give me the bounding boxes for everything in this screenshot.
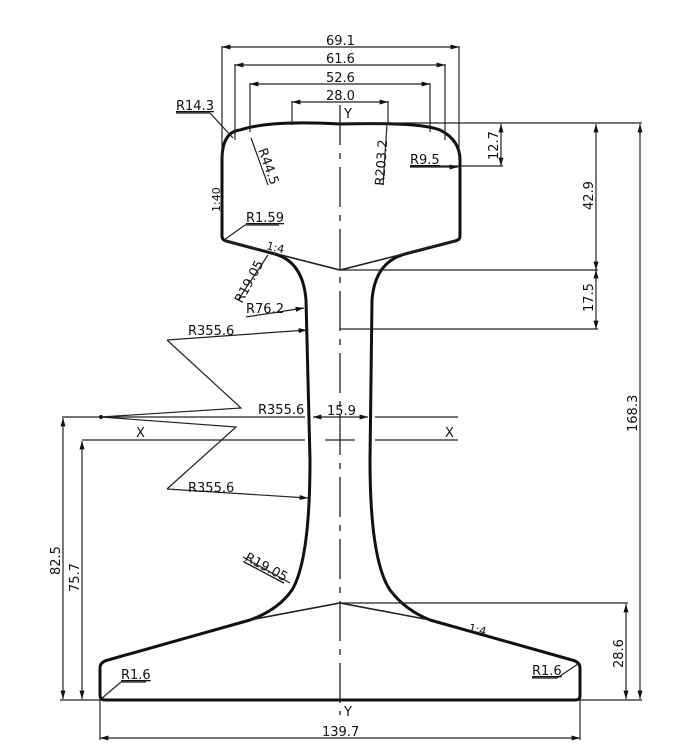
svg-text:R355.6: R355.6 xyxy=(188,324,234,339)
slope-base-top: 1:4 xyxy=(467,621,487,638)
dim-total-height: 168.3 xyxy=(580,124,643,701)
svg-text:61.6: 61.6 xyxy=(326,52,355,67)
dim-web-width: 15.9 xyxy=(313,404,368,420)
svg-text:82.5: 82.5 xyxy=(49,546,64,575)
dim-neutral-axis-upper: 82.5 xyxy=(49,418,100,701)
dim-head-61: 61.6 xyxy=(234,52,446,140)
svg-text:R76.2: R76.2 xyxy=(246,302,284,317)
svg-text:R355.6: R355.6 xyxy=(258,403,304,418)
svg-text:R44.5: R44.5 xyxy=(254,146,281,187)
svg-text:R14.3: R14.3 xyxy=(176,99,214,114)
svg-text:R1.59: R1.59 xyxy=(246,211,284,226)
y-axis-label-bottom: Y xyxy=(343,705,352,720)
svg-text:12.7: 12.7 xyxy=(487,131,502,160)
radius-crown: R203.2 xyxy=(373,123,391,186)
y-axis-label-top: Y xyxy=(343,107,352,122)
svg-text:R1.6: R1.6 xyxy=(532,664,562,679)
svg-text:R1.6: R1.6 xyxy=(121,668,151,683)
dim-base-width: 139.7 xyxy=(99,700,581,741)
svg-text:168.3: 168.3 xyxy=(626,395,641,432)
rail-outline xyxy=(98,121,582,702)
x-axis-label-right: X xyxy=(445,426,454,441)
radius-base-left-corner: R1.6 xyxy=(100,668,151,700)
slope-head-side: 1:40 xyxy=(210,187,223,212)
svg-text:R203.2: R203.2 xyxy=(373,139,391,186)
radius-base-fillet: R19.05 xyxy=(242,550,291,585)
dim-head-52: 52.6 xyxy=(249,71,431,132)
dim-head-depth: 42.9 xyxy=(340,124,599,271)
dim-fishing-upper: 17.5 xyxy=(340,270,599,330)
dim-neutral-axis: 75.7 xyxy=(68,441,85,699)
dim-base-depth: 28.6 xyxy=(340,602,629,699)
radius-web-1: R355.6 xyxy=(100,324,308,418)
dim-head-overall: 69.1 xyxy=(221,34,460,160)
radius-web-upper: R76.2 xyxy=(245,302,305,318)
svg-text:28.0: 28.0 xyxy=(326,89,355,104)
svg-text:42.9: 42.9 xyxy=(582,181,597,210)
radius-head-side: R44.5 xyxy=(250,137,281,187)
svg-text:R355.6: R355.6 xyxy=(188,481,234,496)
slope-head-underside: 1:4 xyxy=(265,239,285,256)
radius-head-fillet: R19.05 xyxy=(232,254,269,306)
svg-text:R19.05: R19.05 xyxy=(242,550,290,585)
svg-text:75.7: 75.7 xyxy=(68,563,83,592)
svg-text:R9.5: R9.5 xyxy=(410,153,440,168)
dim-crown: 28.0 xyxy=(291,89,389,125)
svg-text:17.5: 17.5 xyxy=(582,283,597,312)
svg-text:R19.05: R19.05 xyxy=(232,258,267,306)
svg-text:139.7: 139.7 xyxy=(322,725,359,740)
radius-head-underside: R1.59 xyxy=(223,211,284,241)
radius-base-right-corner: R1.6 xyxy=(532,663,579,679)
svg-text:52.6: 52.6 xyxy=(326,71,355,86)
radius-gauge-corner: R9.5 xyxy=(410,153,458,170)
svg-text:15.9: 15.9 xyxy=(327,404,356,419)
svg-text:28.6: 28.6 xyxy=(612,639,627,668)
x-axis-label-left: X xyxy=(136,426,145,441)
radius-head-corner: R14.3 xyxy=(176,99,234,139)
radius-web-3: R355.6 xyxy=(100,416,309,500)
svg-text:69.1: 69.1 xyxy=(326,34,355,49)
